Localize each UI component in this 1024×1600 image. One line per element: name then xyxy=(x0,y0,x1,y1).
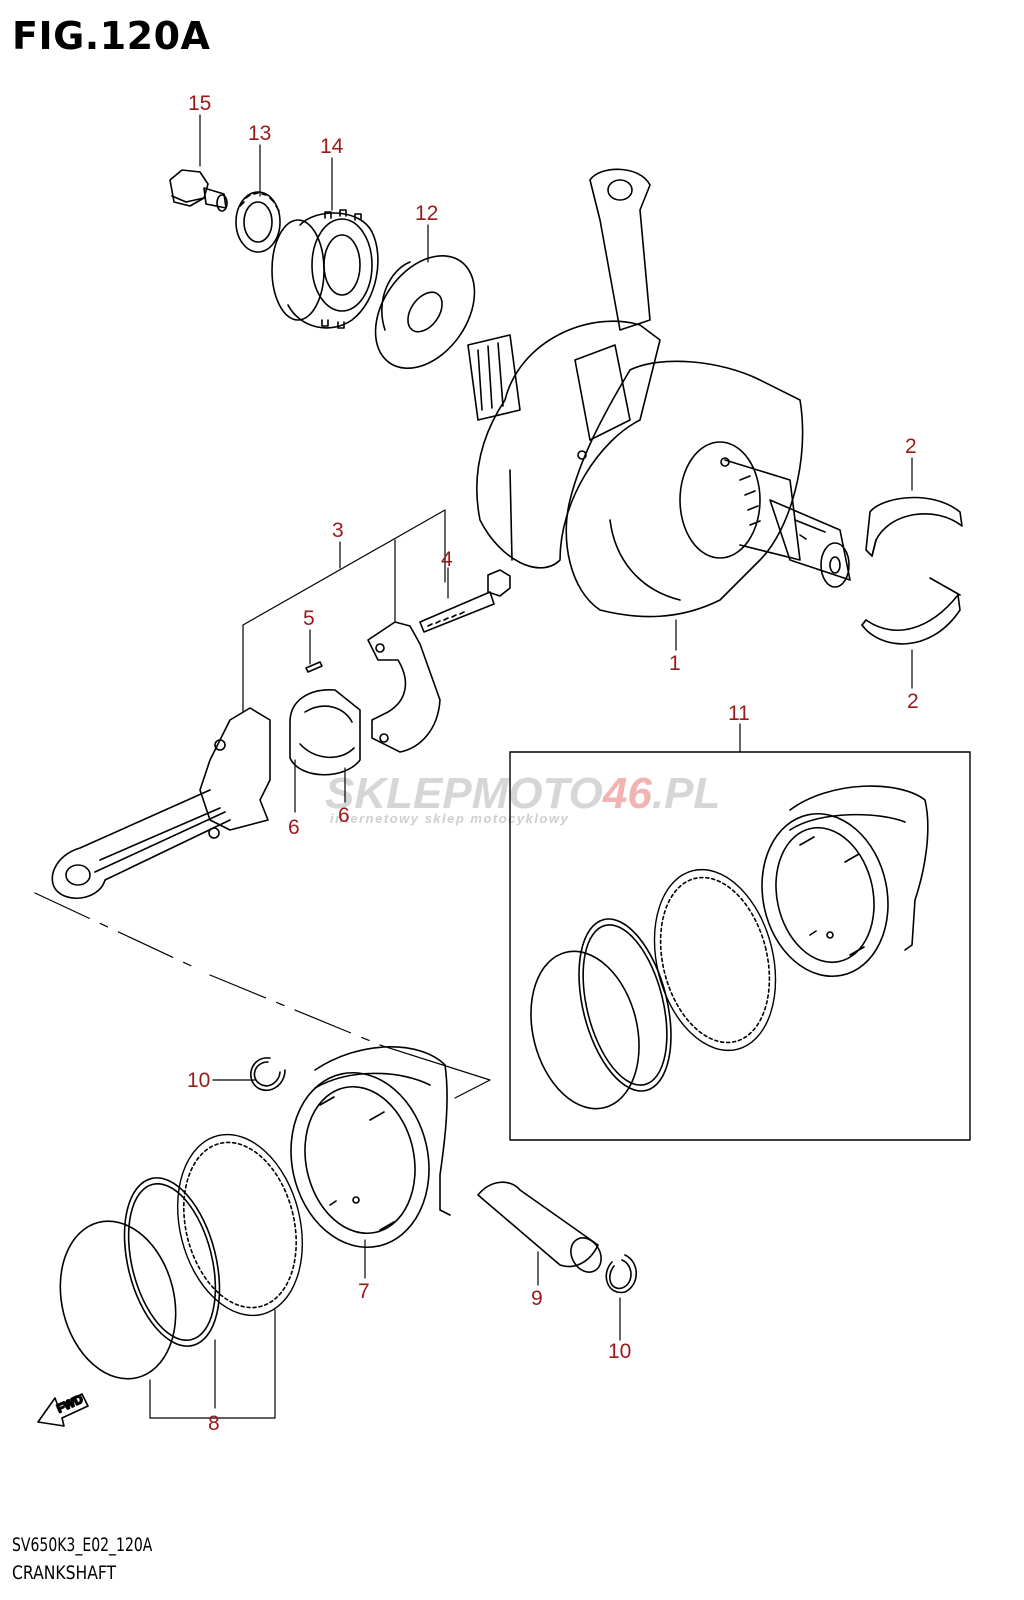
callout-10-upper: 10 xyxy=(187,1069,210,1092)
callout-6-left: 6 xyxy=(288,816,300,839)
part-7-piston xyxy=(290,1046,451,1249)
part-13-gear xyxy=(235,191,281,253)
part-9-piston-pin xyxy=(477,1181,602,1273)
callout-13: 13 xyxy=(248,122,271,145)
watermark-brand-3: 46 xyxy=(602,769,652,818)
svg-text:SKLEPMOTO46.PL: SKLEPMOTO46.PL xyxy=(325,769,720,818)
part-2-bearing-upper xyxy=(865,496,963,557)
callout-8: 8 xyxy=(208,1412,220,1435)
part-10-clip-lower xyxy=(605,1254,638,1294)
watermark-brand-2: MOTO xyxy=(472,769,603,818)
callout-15: 15 xyxy=(188,92,211,115)
callout-1: 1 xyxy=(669,652,681,675)
part-14-gear xyxy=(271,209,379,329)
callout-6-right: 6 xyxy=(338,804,350,827)
callout-3: 3 xyxy=(332,519,344,542)
part-3-rod-cap xyxy=(367,621,441,753)
watermark-brand-4: .PL xyxy=(652,769,720,818)
figure-code: SV650K3_E02_120A xyxy=(12,1534,153,1556)
part-15-bolt xyxy=(169,169,228,212)
callout-4: 4 xyxy=(441,548,453,571)
callout-5: 5 xyxy=(303,607,315,630)
callout-2-lower: 2 xyxy=(907,690,919,713)
part-5-pin xyxy=(305,661,323,673)
part-10-clip-upper xyxy=(250,1057,286,1092)
callout-14: 14 xyxy=(320,135,344,158)
part-4-bolt xyxy=(419,569,511,633)
callout-11: 11 xyxy=(728,702,750,725)
callout-9: 9 xyxy=(531,1287,543,1310)
part-11-piston xyxy=(761,785,929,978)
fwd-arrow-icon: FWD xyxy=(37,1391,89,1427)
callout-7: 7 xyxy=(358,1280,370,1303)
callout-10-lower: 10 xyxy=(608,1340,631,1363)
part-6-rod-bearing xyxy=(289,689,361,776)
part-11-rings xyxy=(530,868,777,1110)
callouts: 15 13 14 12 2 3 4 5 1 2 11 6 6 10 7 9 10… xyxy=(187,92,919,1435)
figure-name: CRANKSHAFT xyxy=(12,1562,117,1584)
callout-12: 12 xyxy=(415,202,438,225)
part-11-kit-box xyxy=(509,751,971,1141)
connecting-rod xyxy=(51,707,271,900)
callout-2-upper: 2 xyxy=(905,435,917,458)
figure-title: FIG.120A xyxy=(12,14,211,58)
watermark-tagline: internetowy sklep motocyklowy xyxy=(330,811,569,826)
leader-lines xyxy=(34,114,913,1419)
watermark-brand-1: SKLEP xyxy=(325,769,472,818)
part-1-crankshaft xyxy=(467,168,851,618)
part-2-bearing-lower xyxy=(861,577,961,645)
part-12-washer xyxy=(374,254,476,370)
watermark: SKLEPMOTO46.PL internetowy sklep motocyk… xyxy=(325,769,720,826)
part-8-rings xyxy=(59,1133,304,1380)
